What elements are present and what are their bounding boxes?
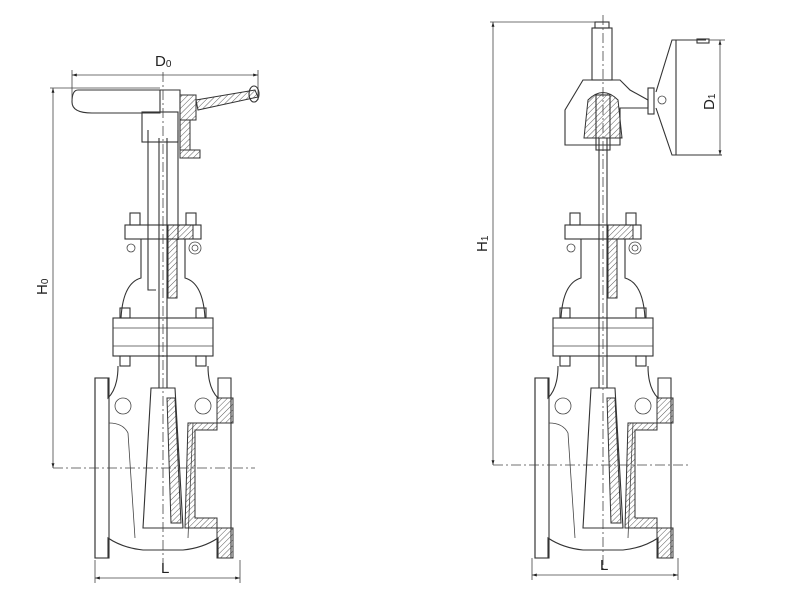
left-valve-handwheel-type (71, 85, 260, 559)
right-valve-gear-operated (534, 21, 722, 559)
d0-label: D0 (155, 53, 172, 70)
d1-label: D1 (701, 93, 718, 110)
handwheel (71, 89, 161, 114)
right-l-label: L (600, 557, 608, 574)
h1-label: H1 (474, 235, 491, 252)
left-l-label: L (161, 560, 169, 577)
h0-label: H0 (34, 278, 51, 295)
